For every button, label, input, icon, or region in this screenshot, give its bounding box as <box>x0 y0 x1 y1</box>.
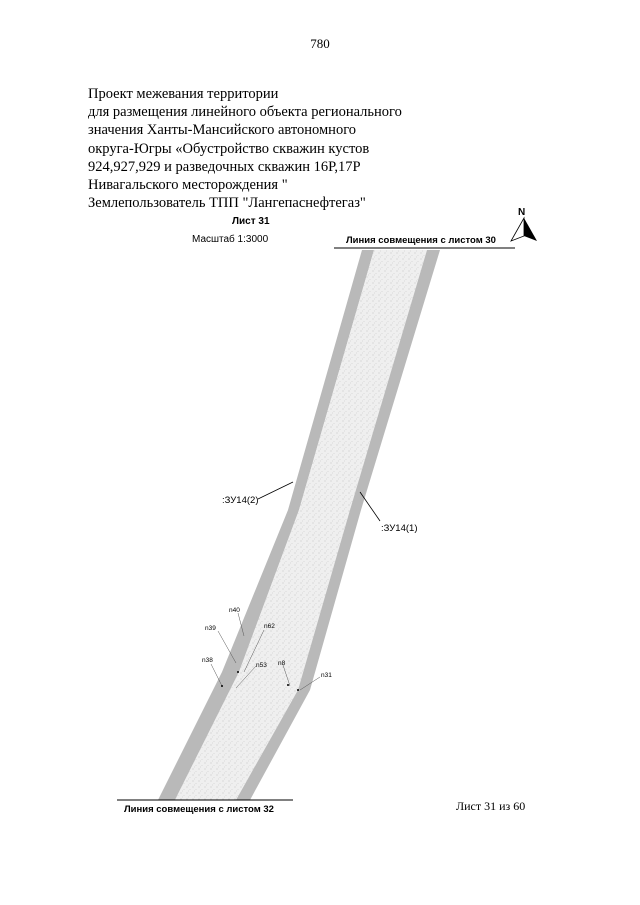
north-arrow-icon <box>510 216 537 242</box>
heading-line: для размещения линейного объекта региона… <box>88 104 402 121</box>
parcel-leader <box>257 481 294 500</box>
point-label: n38 <box>202 657 213 664</box>
page-number: 780 <box>310 36 330 51</box>
sheet-of-footer: Лист 31 из 60 <box>456 799 526 813</box>
heading-line: 924,927,929 и разведочных скважин 16Р,17… <box>88 158 361 175</box>
point-label: n8 <box>278 660 286 667</box>
document-heading: Проект межевания территории для размещен… <box>88 85 402 212</box>
point-label: n62 <box>264 623 275 630</box>
heading-line: округа-Югры «Обустройство скважин кустов <box>88 140 370 157</box>
bottom-match-label: Линия совмещения с листом 32 <box>124 804 274 815</box>
point-label: n31 <box>321 672 332 679</box>
parcel-leader <box>359 491 381 522</box>
survey-points: n40 n39 n62 n38 n53 n8 n31 <box>202 607 332 691</box>
heading-line: Землепользователь ТПП "Лангепаснефтегаз" <box>88 195 366 212</box>
heading-line: Проект межевания территории <box>88 86 279 102</box>
point-label: n53 <box>256 662 267 669</box>
left-border-strip <box>158 250 374 800</box>
point-label: n39 <box>205 625 216 632</box>
parcel-label-zu14-2: :ЗУ14(2) <box>222 495 258 506</box>
top-match-label: Линия совмещения с листом 30 <box>346 235 496 246</box>
scale-label: Масштаб 1:3000 <box>192 233 269 245</box>
heading-line: Нивагальского месторождения " <box>88 177 288 194</box>
sheet-title: Лист 31 <box>232 216 270 227</box>
point-label: n40 <box>229 607 240 614</box>
parcel-label-zu14-1: :ЗУ14(1) <box>381 523 417 534</box>
right-border-strip <box>236 250 440 800</box>
north-label: N <box>518 207 525 218</box>
heading-line: значения Ханты-Мансийского автономного <box>88 122 357 139</box>
corridor <box>175 250 427 800</box>
